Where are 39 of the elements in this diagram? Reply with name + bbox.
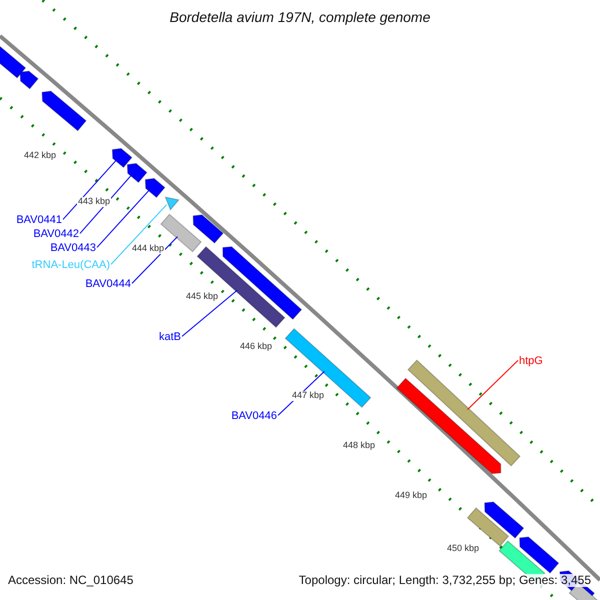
trna-marker [164, 196, 180, 211]
gene-block [112, 148, 133, 168]
scale-label: 448 kbp [342, 441, 376, 451]
gene-label: katB [158, 331, 181, 344]
gene-label: BAV0442 [33, 228, 79, 240]
title: Bordetella avium 197N, complete genome [170, 10, 430, 26]
gene-block [396, 378, 502, 474]
gene-label: tRNA-Leu(CAA) [32, 259, 110, 272]
scale-label: 443 kbp [76, 197, 112, 207]
gene-block [484, 501, 524, 539]
scale-label: 444 kbp [130, 244, 166, 254]
genome-info: Topology: circular; Length: 3,732,255 bp; Genes: 3,455 [298, 574, 591, 588]
gene-block [192, 214, 224, 244]
leader-line [110, 204, 168, 265]
gene-label: BAV0446 [231, 410, 277, 422]
gene-label: htpG [519, 355, 543, 368]
gene-block [126, 162, 148, 184]
scale-label: 450 kbp [446, 544, 480, 554]
gene-bar [407, 359, 521, 467]
leader-line [467, 360, 518, 410]
accession-label: Accession: NC_010645 [8, 574, 134, 588]
gene-label: BAV0441 [16, 214, 62, 226]
leader-line [96, 189, 150, 248]
gene-block [144, 178, 166, 198]
gene-label: BAV0443 [50, 242, 96, 254]
leader-line [62, 159, 118, 220]
gene-block [222, 246, 302, 320]
scale-label: 442 kbp [22, 151, 58, 161]
gene-block [20, 70, 39, 90]
scale-label: 449 kbp [394, 491, 428, 501]
scale-label: 445 kbp [184, 292, 220, 302]
scale-label: 446 kbp [238, 342, 274, 352]
gene-label: BAV0444 [85, 278, 131, 290]
scale-label: 447 kbp [290, 391, 326, 401]
leader-line [182, 290, 238, 337]
gene-block [0, 46, 26, 79]
leader-line [132, 236, 178, 284]
gene-bar [284, 328, 372, 408]
gene-block [42, 90, 87, 132]
